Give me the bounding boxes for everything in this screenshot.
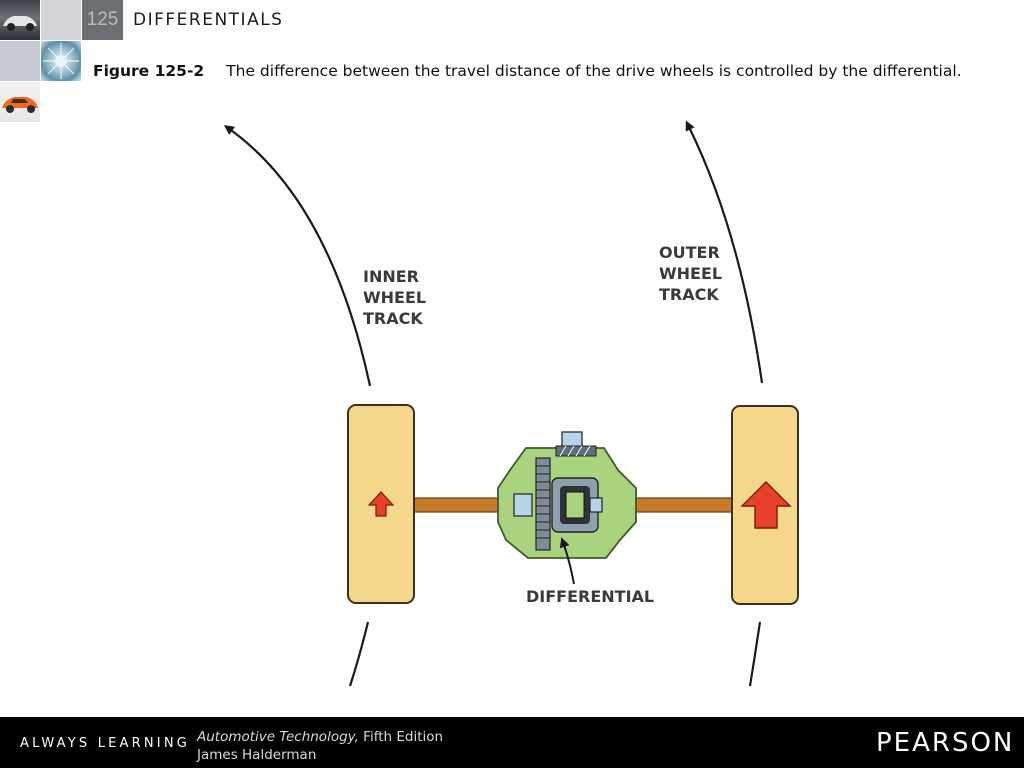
figure-caption: Figure 125-2 The difference between the t…: [93, 61, 973, 81]
car-thumbnail-silver: [0, 0, 40, 40]
chapter-number: 125: [82, 0, 123, 40]
inner-label-line-1: INNER: [363, 267, 419, 286]
outer-label-line-1: OUTER: [659, 243, 720, 262]
differential-housing-icon: [497, 431, 637, 559]
footer-tagline: ALWAYS LEARNING: [20, 736, 191, 751]
outer-track-curve: [685, 120, 764, 384]
outer-label-line-3: TRACK: [659, 285, 719, 304]
inner-label-line-2: WHEEL: [363, 288, 426, 307]
outer-wheel-arrow-icon: [740, 481, 792, 529]
inner-track-curve-lower: [348, 621, 370, 687]
book-title: Automotive Technology,: [197, 729, 359, 745]
inner-label-line-3: TRACK: [363, 309, 423, 328]
figure-label: Figure 125-2: [93, 62, 205, 80]
chapter-title: DIFFERENTIALS: [133, 10, 284, 30]
publisher-logo: PEARSON: [876, 728, 1015, 758]
caption-text: The difference between the travel distan…: [226, 62, 962, 80]
inner-track-curve: [223, 125, 372, 387]
header-gray-square: [41, 0, 81, 40]
inner-wheel-arrow-icon: [367, 491, 395, 517]
differential-label: DIFFERENTIAL: [526, 587, 654, 606]
footer-bar: ALWAYS LEARNING Automotive Technology, F…: [0, 717, 1024, 768]
footer-book-info: Automotive Technology, Fifth Edition Jam…: [197, 728, 443, 764]
thumbnail-gray: [0, 41, 40, 81]
gear-thumbnail: [41, 41, 81, 81]
outer-label-line-2: WHEEL: [659, 264, 722, 283]
car-thumbnail-orange: [0, 82, 40, 122]
book-edition: Fifth Edition: [358, 729, 444, 745]
differential-pointer: [559, 537, 575, 585]
outer-track-curve-lower: [748, 621, 762, 687]
book-author: James Halderman: [197, 747, 317, 763]
